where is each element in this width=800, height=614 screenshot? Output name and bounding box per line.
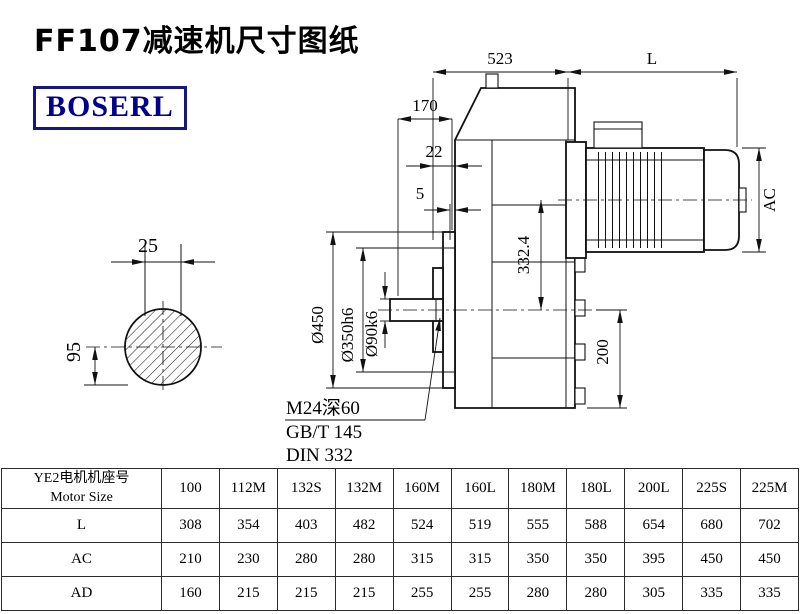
table-cell: 308 (161, 508, 220, 543)
note-gbt-145: GB/T 145 (286, 422, 362, 443)
table-cell: 280 (334, 542, 394, 577)
dim-170: 170 (412, 96, 438, 115)
table-cell: 555 (508, 508, 568, 543)
dim-523: 523 (487, 49, 513, 68)
table-header-row: YE2电机机座号 Motor Size 100 112M 132S 132M 1… (1, 468, 799, 509)
column-header: 225S (682, 468, 742, 509)
table-cell: 350 (508, 542, 568, 577)
table-cell: 654 (624, 508, 684, 543)
table-cell: 255 (450, 576, 510, 611)
row-label: AC (1, 542, 162, 577)
motor-size-header: YE2电机机座号 Motor Size (1, 468, 162, 509)
column-header: 180M (508, 468, 568, 509)
table-cell: 350 (566, 542, 626, 577)
table-cell: 354 (218, 508, 278, 543)
table-cell: 450 (682, 542, 742, 577)
dim-L: L (647, 49, 657, 68)
table-cell: 160 (161, 576, 220, 611)
table-cell: 524 (392, 508, 452, 543)
terminal-box (593, 121, 643, 149)
motor-size-table: YE2电机机座号 Motor Size 100 112M 132S 132M 1… (1, 468, 799, 611)
table-cell: 215 (218, 576, 278, 611)
dim-332-4: 332.4 (514, 235, 533, 274)
table-cell: 395 (624, 542, 684, 577)
table-cell: 335 (682, 576, 742, 611)
table-cell: 215 (276, 576, 336, 611)
centerlines (86, 199, 752, 394)
table-cell: 315 (392, 542, 452, 577)
eye-bolt (485, 73, 499, 89)
dim-25: 25 (138, 235, 158, 257)
row-label: AD (1, 576, 162, 611)
table-cell: 230 (218, 542, 278, 577)
table-cell: 315 (450, 542, 510, 577)
table-cell: 482 (334, 508, 394, 543)
motor (565, 121, 747, 259)
dim-95: 95 (63, 342, 85, 362)
column-header: 100 (161, 468, 220, 509)
header-line2: Motor Size (50, 489, 113, 505)
technical-drawing: 523 L 170 22 5 AC 332.4 200 Ø450 Ø350h6 … (63, 49, 779, 466)
column-header: 180L (566, 468, 626, 509)
column-header: 160L (450, 468, 510, 509)
column-header: 200L (624, 468, 684, 509)
dimension-lines (84, 69, 766, 421)
dimension-labels: 523 L 170 22 5 AC 332.4 200 Ø450 Ø350h6 … (63, 49, 779, 466)
header-line1: YE2电机机座号 (33, 471, 130, 487)
column-header: 132M (334, 468, 394, 509)
table-cell: 335 (740, 576, 799, 611)
page-title: FF107减速机尺寸图纸 (34, 24, 360, 59)
table-cell: 210 (161, 542, 220, 577)
table-row-L: L 308 354 403 482 524 519 555 588 654 68… (1, 508, 799, 543)
table-cell: 403 (276, 508, 336, 543)
table-row-AC: AC 210 230 280 280 315 315 350 350 395 4… (1, 542, 799, 577)
dim-dia-450: Ø450 (308, 306, 327, 344)
dim-5: 5 (416, 184, 425, 203)
table-cell: 519 (450, 508, 510, 543)
note-thread: M24深60 (286, 397, 360, 419)
table-cell: 280 (276, 542, 336, 577)
column-header: 132S (276, 468, 336, 509)
table-row-AD: AD 160 215 215 215 255 255 280 280 305 3… (1, 576, 799, 611)
table-cell: 702 (740, 508, 799, 543)
note-din-332: DIN 332 (286, 445, 353, 466)
dim-dia-90k6: Ø90k6 (362, 311, 381, 357)
brand-logo: BOSERL (33, 86, 187, 130)
table-cell: 450 (740, 542, 799, 577)
dim-200: 200 (593, 339, 612, 365)
dim-22: 22 (426, 142, 443, 161)
table-cell: 280 (508, 576, 568, 611)
dim-dia-350h6: Ø350h6 (338, 308, 357, 363)
table-cell: 305 (624, 576, 684, 611)
table-cell: 280 (566, 576, 626, 611)
table-cell: 215 (334, 576, 394, 611)
dim-AC: AC (760, 188, 779, 212)
table-cell: 680 (682, 508, 742, 543)
row-label: L (1, 508, 162, 543)
table-cell: 588 (566, 508, 626, 543)
column-header: 225M (740, 468, 799, 509)
column-header: 112M (218, 468, 278, 509)
table-cell: 255 (392, 576, 452, 611)
column-header: 160M (392, 468, 452, 509)
